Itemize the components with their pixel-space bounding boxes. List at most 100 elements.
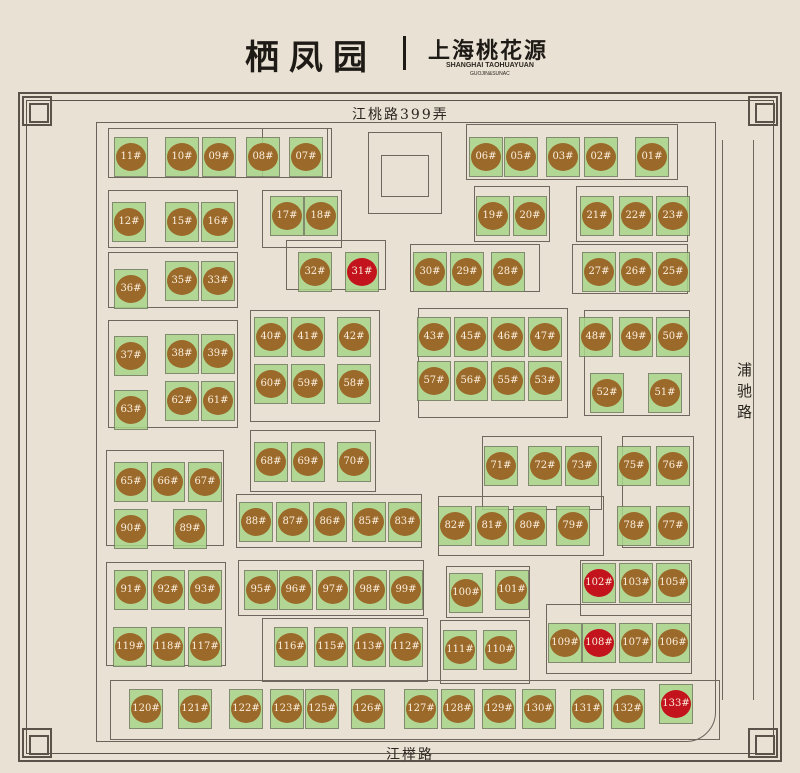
unit-marker[interactable]: 37#: [116, 342, 146, 370]
unit-marker[interactable]: 08#: [248, 143, 278, 171]
unit-marker[interactable]: 85#: [354, 508, 384, 536]
unit-marker[interactable]: 93#: [190, 576, 220, 604]
unit-marker[interactable]: 105#: [658, 569, 688, 597]
unit-marker[interactable]: 41#: [293, 323, 323, 351]
unit-marker[interactable]: 125#: [307, 695, 337, 723]
unit-marker[interactable]: 49#: [621, 323, 651, 351]
unit-marker[interactable]: 63#: [116, 396, 146, 424]
unit-marker[interactable]: 107#: [621, 629, 651, 657]
unit-marker[interactable]: 131#: [572, 695, 602, 723]
unit-marker[interactable]: 40#: [256, 323, 286, 351]
unit-marker[interactable]: 32#: [300, 258, 330, 286]
unit-marker[interactable]: 26#: [621, 258, 651, 286]
unit-marker[interactable]: 71#: [486, 452, 516, 480]
unit-marker[interactable]: 112#: [391, 633, 421, 661]
unit-marker[interactable]: 48#: [581, 323, 611, 351]
unit-marker[interactable]: 77#: [658, 512, 688, 540]
unit-marker[interactable]: 82#: [440, 512, 470, 540]
unit-marker[interactable]: 96#: [281, 576, 311, 604]
unit-marker[interactable]: 22#: [621, 202, 651, 230]
unit-marker[interactable]: 108#: [584, 629, 614, 657]
unit-marker[interactable]: 03#: [548, 143, 578, 171]
unit-marker[interactable]: 65#: [116, 468, 146, 496]
unit-marker[interactable]: 28#: [493, 258, 523, 286]
unit-marker[interactable]: 45#: [456, 323, 486, 351]
unit-marker[interactable]: 51#: [650, 379, 680, 407]
unit-marker[interactable]: 99#: [391, 576, 421, 604]
unit-marker[interactable]: 66#: [153, 468, 183, 496]
unit-marker[interactable]: 43#: [419, 323, 449, 351]
unit-marker[interactable]: 129#: [484, 695, 514, 723]
unit-marker[interactable]: 31#: [347, 258, 377, 286]
unit-marker[interactable]: 128#: [443, 695, 473, 723]
unit-marker[interactable]: 83#: [390, 508, 420, 536]
unit-marker[interactable]: 102#: [584, 569, 614, 597]
unit-marker[interactable]: 75#: [619, 452, 649, 480]
unit-marker[interactable]: 130#: [524, 695, 554, 723]
unit-marker[interactable]: 38#: [167, 340, 197, 368]
unit-marker[interactable]: 132#: [613, 695, 643, 723]
unit-marker[interactable]: 123#: [272, 695, 302, 723]
unit-marker[interactable]: 121#: [180, 695, 210, 723]
unit-marker[interactable]: 81#: [477, 512, 507, 540]
unit-marker[interactable]: 12#: [114, 208, 144, 236]
unit-marker[interactable]: 116#: [276, 633, 306, 661]
unit-marker[interactable]: 36#: [116, 275, 146, 303]
unit-marker[interactable]: 57#: [419, 367, 449, 395]
unit-marker[interactable]: 52#: [592, 379, 622, 407]
unit-marker[interactable]: 42#: [339, 323, 369, 351]
unit-marker[interactable]: 35#: [167, 267, 197, 295]
unit-marker[interactable]: 16#: [203, 208, 233, 236]
unit-marker[interactable]: 58#: [339, 370, 369, 398]
unit-marker[interactable]: 62#: [167, 387, 197, 415]
unit-marker[interactable]: 110#: [485, 636, 515, 664]
unit-marker[interactable]: 69#: [293, 448, 323, 476]
unit-marker[interactable]: 103#: [621, 569, 651, 597]
unit-marker[interactable]: 73#: [567, 452, 597, 480]
unit-marker[interactable]: 07#: [291, 143, 321, 171]
unit-marker[interactable]: 106#: [658, 629, 688, 657]
unit-marker[interactable]: 25#: [658, 258, 688, 286]
unit-marker[interactable]: 80#: [515, 512, 545, 540]
unit-marker[interactable]: 09#: [204, 143, 234, 171]
unit-marker[interactable]: 23#: [658, 202, 688, 230]
unit-marker[interactable]: 59#: [293, 370, 323, 398]
unit-marker[interactable]: 122#: [231, 695, 261, 723]
unit-marker[interactable]: 61#: [203, 387, 233, 415]
unit-marker[interactable]: 46#: [493, 323, 523, 351]
unit-marker[interactable]: 109#: [550, 629, 580, 657]
unit-marker[interactable]: 111#: [445, 636, 475, 664]
unit-marker[interactable]: 95#: [246, 576, 276, 604]
unit-marker[interactable]: 18#: [306, 202, 336, 230]
unit-marker[interactable]: 15#: [167, 208, 197, 236]
unit-marker[interactable]: 53#: [530, 367, 560, 395]
unit-marker[interactable]: 11#: [116, 143, 146, 171]
unit-marker[interactable]: 10#: [167, 143, 197, 171]
unit-marker[interactable]: 88#: [241, 508, 271, 536]
unit-marker[interactable]: 90#: [116, 515, 146, 543]
unit-marker[interactable]: 127#: [406, 695, 436, 723]
unit-marker[interactable]: 33#: [203, 267, 233, 295]
unit-marker[interactable]: 87#: [278, 508, 308, 536]
unit-marker[interactable]: 79#: [558, 512, 588, 540]
unit-marker[interactable]: 60#: [256, 370, 286, 398]
unit-marker[interactable]: 120#: [131, 695, 161, 723]
unit-marker[interactable]: 30#: [415, 258, 445, 286]
unit-marker[interactable]: 29#: [452, 258, 482, 286]
unit-marker[interactable]: 78#: [619, 512, 649, 540]
unit-marker[interactable]: 76#: [658, 452, 688, 480]
unit-marker[interactable]: 17#: [272, 202, 302, 230]
unit-marker[interactable]: 55#: [493, 367, 523, 395]
unit-marker[interactable]: 119#: [115, 633, 145, 661]
unit-marker[interactable]: 70#: [339, 448, 369, 476]
unit-marker[interactable]: 100#: [451, 579, 481, 607]
unit-marker[interactable]: 115#: [316, 633, 346, 661]
unit-marker[interactable]: 50#: [658, 323, 688, 351]
unit-marker[interactable]: 47#: [530, 323, 560, 351]
unit-marker[interactable]: 02#: [586, 143, 616, 171]
unit-marker[interactable]: 98#: [355, 576, 385, 604]
unit-marker[interactable]: 86#: [315, 508, 345, 536]
unit-marker[interactable]: 101#: [497, 576, 527, 604]
unit-marker[interactable]: 67#: [190, 468, 220, 496]
unit-marker[interactable]: 06#: [471, 143, 501, 171]
